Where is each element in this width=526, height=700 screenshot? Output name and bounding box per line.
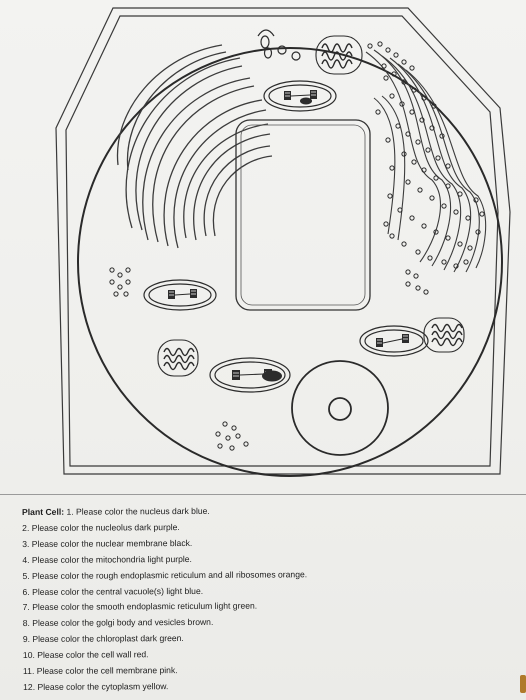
cell-membrane [77,47,503,477]
instructions-heading: Plant Cell: [22,506,65,517]
pencil-edge [520,675,526,693]
rough-endoplasmic-reticulum [365,49,487,273]
instruction-item: 12. Please color the cytoplasm yellow. [23,681,169,692]
cell-wall [55,7,511,475]
nucleolus [328,397,352,421]
instruction-text: 1. Please color the nucleus dark blue. [66,505,210,517]
chloroplasts [143,80,429,393]
section-divider [0,494,526,495]
plant-cell-diagram [55,7,511,477]
smooth-endoplasmic-reticulum [116,44,273,249]
mitochondria [262,97,312,382]
vesicles [257,29,301,61]
golgi-body [157,35,465,377]
ribosomes [109,41,485,451]
nucleus [291,360,389,456]
central-vacuole [235,119,371,311]
instructions-list: Plant Cell: 1. Please color the nucleus … [22,502,513,696]
